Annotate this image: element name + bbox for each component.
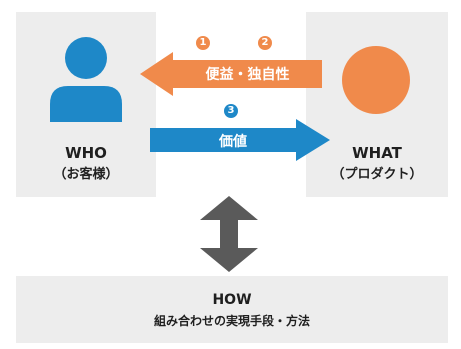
benefit-arrow xyxy=(140,52,322,96)
number-badge-1: 1 xyxy=(196,36,210,50)
what-subtitle: （プロダクト） xyxy=(331,167,423,182)
vertical-double-arrow xyxy=(200,196,258,272)
number-badge-2: 2 xyxy=(258,36,272,50)
benefit-arrow-label: 便益・独自性 xyxy=(205,67,290,83)
number-badge-3: 3 xyxy=(224,104,238,118)
how-box xyxy=(16,276,448,343)
product-circle-icon xyxy=(342,46,410,114)
value-arrow xyxy=(150,119,330,161)
how-title: HOW xyxy=(212,292,252,308)
how-subtitle: 組み合わせの実現手段・方法 xyxy=(153,314,310,328)
person-icon xyxy=(50,37,122,122)
value-arrow-label: 価値 xyxy=(219,134,247,150)
who-subtitle: （お客様） xyxy=(53,167,119,182)
who-title: WHO xyxy=(65,144,107,162)
what-title: WHAT xyxy=(352,144,402,162)
